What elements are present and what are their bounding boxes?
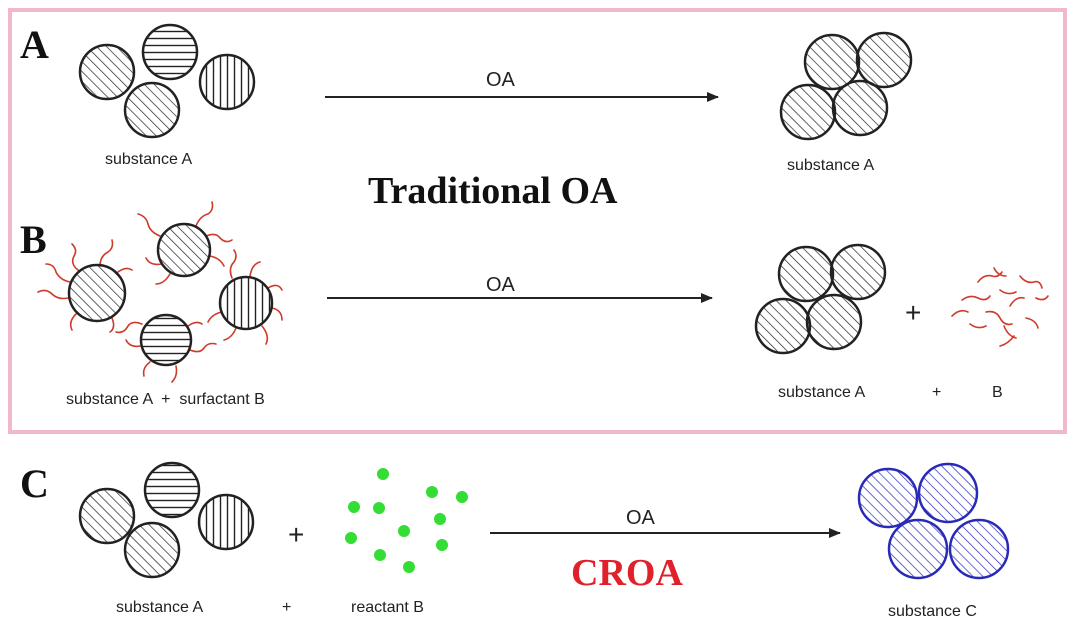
reactant-dot (374, 549, 386, 561)
panel-a-product-cluster (779, 31, 913, 141)
traditional-oa-title: Traditional OA (368, 170, 618, 212)
particle-diagonal (754, 297, 812, 355)
panel-a-left-caption: substance A (105, 151, 193, 168)
particle-diagonal (805, 293, 863, 351)
panel-a-arrow-label: OA (486, 69, 516, 91)
panel-b-right-caption-b: B (992, 384, 1003, 401)
particle-diagonal (777, 245, 835, 303)
particle-horizontal (143, 461, 201, 519)
panel-c-caption-reactant-b: reactant B (351, 599, 424, 616)
traditional-oa-frame (8, 8, 1067, 434)
panel-c-product-cluster (857, 462, 1010, 580)
reactant-dot (398, 525, 410, 537)
panel-b-right-caption-plus: + (932, 384, 941, 401)
reactant-dot (426, 486, 438, 498)
particle-diagonal-blue (857, 467, 919, 529)
panel-b-product-cluster (754, 243, 887, 355)
particle-diagonal-blue (887, 518, 949, 580)
panel-c-substance-a-particles (78, 461, 255, 579)
panel-c-caption-substance-a: substance A (116, 599, 204, 616)
reactant-b-dots (345, 468, 468, 573)
particle-vertical (197, 493, 255, 551)
panel-b-reactant-particles (67, 222, 274, 367)
reactant-dot (456, 491, 468, 503)
panel-c-plus-sign: + (288, 519, 304, 550)
panel-b-plus-sign: + (905, 297, 921, 328)
panel-a-reactant-particles (78, 23, 256, 139)
particle-diagonal (779, 83, 837, 141)
reactant-dot (436, 539, 448, 551)
particle-diagonal (123, 81, 181, 139)
reactant-dot (434, 513, 446, 525)
reactant-dot (345, 532, 357, 544)
panel-b-letter: B (20, 217, 47, 262)
particle-diagonal-blue (948, 518, 1010, 580)
particle-diagonal (156, 222, 212, 278)
reactant-dot (348, 501, 360, 513)
panel-c-letter: C (20, 461, 49, 506)
particle-diagonal (78, 487, 136, 545)
particle-diagonal (78, 43, 136, 101)
panel-a-right-caption: substance A (787, 157, 875, 174)
particle-diagonal (67, 263, 127, 323)
particle-vertical (218, 275, 274, 331)
panel-c-caption-plus: + (282, 599, 291, 616)
reactant-dot (403, 561, 415, 573)
panel-a-letter: A (20, 22, 49, 67)
panel-b-surfactant-chains (37, 201, 283, 383)
reactant-dot (377, 468, 389, 480)
particle-diagonal (803, 33, 861, 91)
panel-c-arrow-label: OA (626, 507, 656, 529)
free-surfactant-chains (951, 267, 1049, 347)
panel-c-caption-substance-c: substance C (888, 603, 977, 620)
particle-diagonal (123, 521, 181, 579)
panel-b-right-caption-substance: substance A (778, 384, 866, 401)
reactant-dot (373, 502, 385, 514)
croa-title: CROA (571, 552, 683, 594)
particle-diagonal-blue (917, 462, 979, 524)
particle-diagonal (829, 243, 887, 301)
panel-b-left-caption: substance A + surfactant B (66, 391, 265, 408)
particle-horizontal (141, 23, 199, 81)
particle-horizontal (139, 313, 193, 367)
particle-vertical (198, 53, 256, 111)
particle-diagonal (831, 79, 889, 137)
particle-diagonal (855, 31, 913, 89)
panel-b-arrow-label: OA (486, 274, 516, 296)
